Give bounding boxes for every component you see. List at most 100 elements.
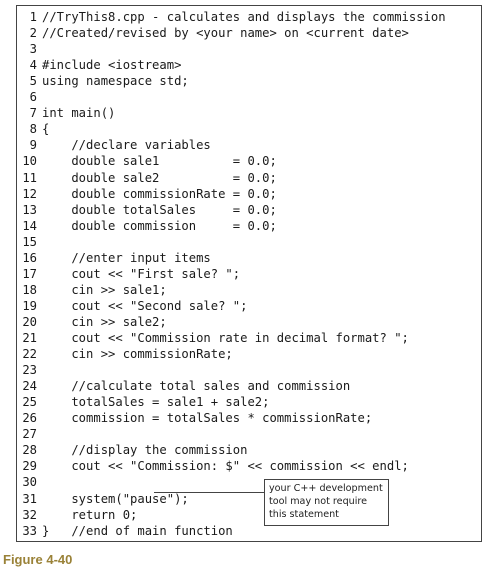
- code-text: cin >> sale1;: [42, 282, 167, 297]
- line-number: 26: [22, 411, 37, 426]
- code-text: //Created/revised by <your name> on <cur…: [42, 26, 409, 41]
- line-number: 2: [29, 26, 37, 41]
- code-text: return 0;: [42, 507, 138, 522]
- line-number: 20: [22, 314, 37, 329]
- code-line: 14 double commission = 0.0;: [17, 218, 277, 234]
- code-text: using namespace std;: [42, 74, 189, 89]
- code-text: cout << "Second sale? ";: [42, 298, 248, 313]
- line-number: 6: [29, 90, 37, 105]
- line-number: 14: [22, 218, 37, 233]
- line-number: 25: [22, 395, 37, 410]
- code-line: 7 int main(): [17, 105, 116, 121]
- line-number: 33: [22, 523, 37, 538]
- code-line: 30: [17, 474, 42, 490]
- line-number: 8: [29, 122, 37, 137]
- line-number: 11: [22, 170, 37, 185]
- code-line: 26 commission = totalSales * commissionR…: [17, 410, 372, 426]
- code-line: 13 double totalSales = 0.0;: [17, 202, 277, 218]
- line-number: 7: [29, 106, 37, 121]
- line-number: 24: [22, 379, 37, 394]
- line-number: 5: [29, 74, 37, 89]
- code-line: 12 double commissionRate = 0.0;: [17, 186, 277, 202]
- code-line: 22 cin >> commissionRate;: [17, 346, 233, 362]
- code-text: //display the commission: [42, 443, 248, 458]
- line-number: 21: [22, 331, 37, 345]
- code-line: 3: [17, 41, 42, 57]
- code-text: cout << "Commission: $" << commission <<…: [42, 459, 409, 474]
- code-text: double totalSales = 0.0;: [42, 202, 277, 217]
- code-line: 23: [17, 362, 42, 378]
- code-text: //declare variables: [42, 138, 211, 153]
- code-line: 11 double sale2 = 0.0;: [17, 170, 277, 186]
- code-text: #include <iostream>: [42, 58, 182, 73]
- line-number: 31: [22, 491, 37, 506]
- code-line: 6: [17, 89, 42, 105]
- line-number: 9: [29, 138, 37, 153]
- code-text: totalSales = sale1 + sale2;: [42, 395, 270, 410]
- code-line: 31 system("pause");: [17, 491, 189, 507]
- code-line: 17 cout << "First sale? ";: [17, 266, 240, 282]
- code-line: 25 totalSales = sale1 + sale2;: [17, 394, 269, 410]
- code-line: 33 } //end of main function: [17, 523, 233, 539]
- code-line: 28 //display the commission: [17, 442, 247, 458]
- code-text: //enter input items: [42, 250, 211, 265]
- figure-caption: Figure 4-40: [3, 552, 73, 567]
- line-number: 13: [22, 202, 37, 217]
- line-number: 3: [29, 42, 37, 57]
- code-line: 29 cout << "Commission: $" << commission…: [17, 458, 409, 474]
- code-text: cin >> sale2;: [42, 314, 167, 329]
- code-line: 8{: [17, 121, 50, 137]
- code-line: 16 //enter input items: [17, 250, 211, 266]
- code-text: double commissionRate = 0.0;: [42, 186, 277, 201]
- line-number: 4: [29, 58, 37, 73]
- line-number: 29: [22, 459, 37, 474]
- line-number: 23: [22, 363, 37, 378]
- code-listing: 1 //TryThis8.cpp - calculates and display…: [16, 5, 482, 542]
- code-line: 24 //calculate total sales and commissio…: [17, 378, 350, 394]
- callout-leader-line: [154, 492, 264, 493]
- line-number: 28: [22, 443, 37, 458]
- line-number: 17: [22, 266, 37, 281]
- line-number: 16: [22, 250, 37, 265]
- line-number: 22: [22, 347, 37, 362]
- code-line: 5 using namespace std;: [17, 73, 189, 89]
- callout-line: your C++ development: [269, 483, 383, 494]
- code-text: double sale2 = 0.0;: [42, 170, 277, 185]
- code-text: commission = totalSales * commissionRate…: [42, 411, 373, 426]
- code-line: 4 #include <iostream>: [17, 57, 182, 73]
- line-number: 15: [22, 234, 37, 249]
- code-line: 19 cout << "Second sale? ";: [17, 298, 247, 314]
- line-number: 10: [22, 154, 37, 169]
- code-line: 21 cout << "Commission rate in decimal f…: [17, 330, 409, 346]
- code-line: 20 cin >> sale2;: [17, 314, 167, 330]
- callout-note: your C++ development tool may not requir…: [264, 479, 389, 526]
- code-line: 9 //declare variables: [17, 137, 211, 153]
- code-line: 2 //Created/revised by <your name> on <cu…: [17, 25, 409, 41]
- code-text: {: [42, 122, 50, 137]
- code-line: 10 double sale1 = 0.0;: [17, 153, 277, 169]
- code-text: //calculate total sales and commission: [42, 379, 351, 394]
- line-number: 1: [29, 10, 37, 24]
- code-text: cout << "Commission rate in decimal form…: [42, 331, 409, 345]
- code-text: } //end of main function: [42, 523, 233, 538]
- line-number: 30: [22, 475, 37, 490]
- code-text: double commission = 0.0;: [42, 218, 277, 233]
- callout-line: tool may not require: [269, 496, 368, 507]
- line-number: 18: [22, 282, 37, 297]
- code-text: double sale1 = 0.0;: [42, 154, 277, 169]
- callout-line: this statement: [269, 509, 339, 520]
- line-number: 27: [22, 427, 37, 442]
- code-text: //TryThis8.cpp - calculates and displays…: [42, 10, 446, 24]
- code-text: int main(): [42, 106, 116, 121]
- line-number: 32: [22, 507, 37, 522]
- code-text: cout << "First sale? ";: [42, 266, 241, 281]
- line-number: 19: [22, 298, 37, 313]
- code-line: 18 cin >> sale1;: [17, 282, 167, 298]
- code-line: 32 return 0;: [17, 507, 137, 523]
- code-line: 15: [17, 234, 42, 250]
- line-number: 12: [22, 186, 37, 201]
- code-text: system("pause");: [42, 491, 189, 506]
- code-line: 1 //TryThis8.cpp - calculates and display…: [17, 9, 446, 25]
- code-text: cin >> commissionRate;: [42, 347, 233, 362]
- code-line: 27: [17, 426, 42, 442]
